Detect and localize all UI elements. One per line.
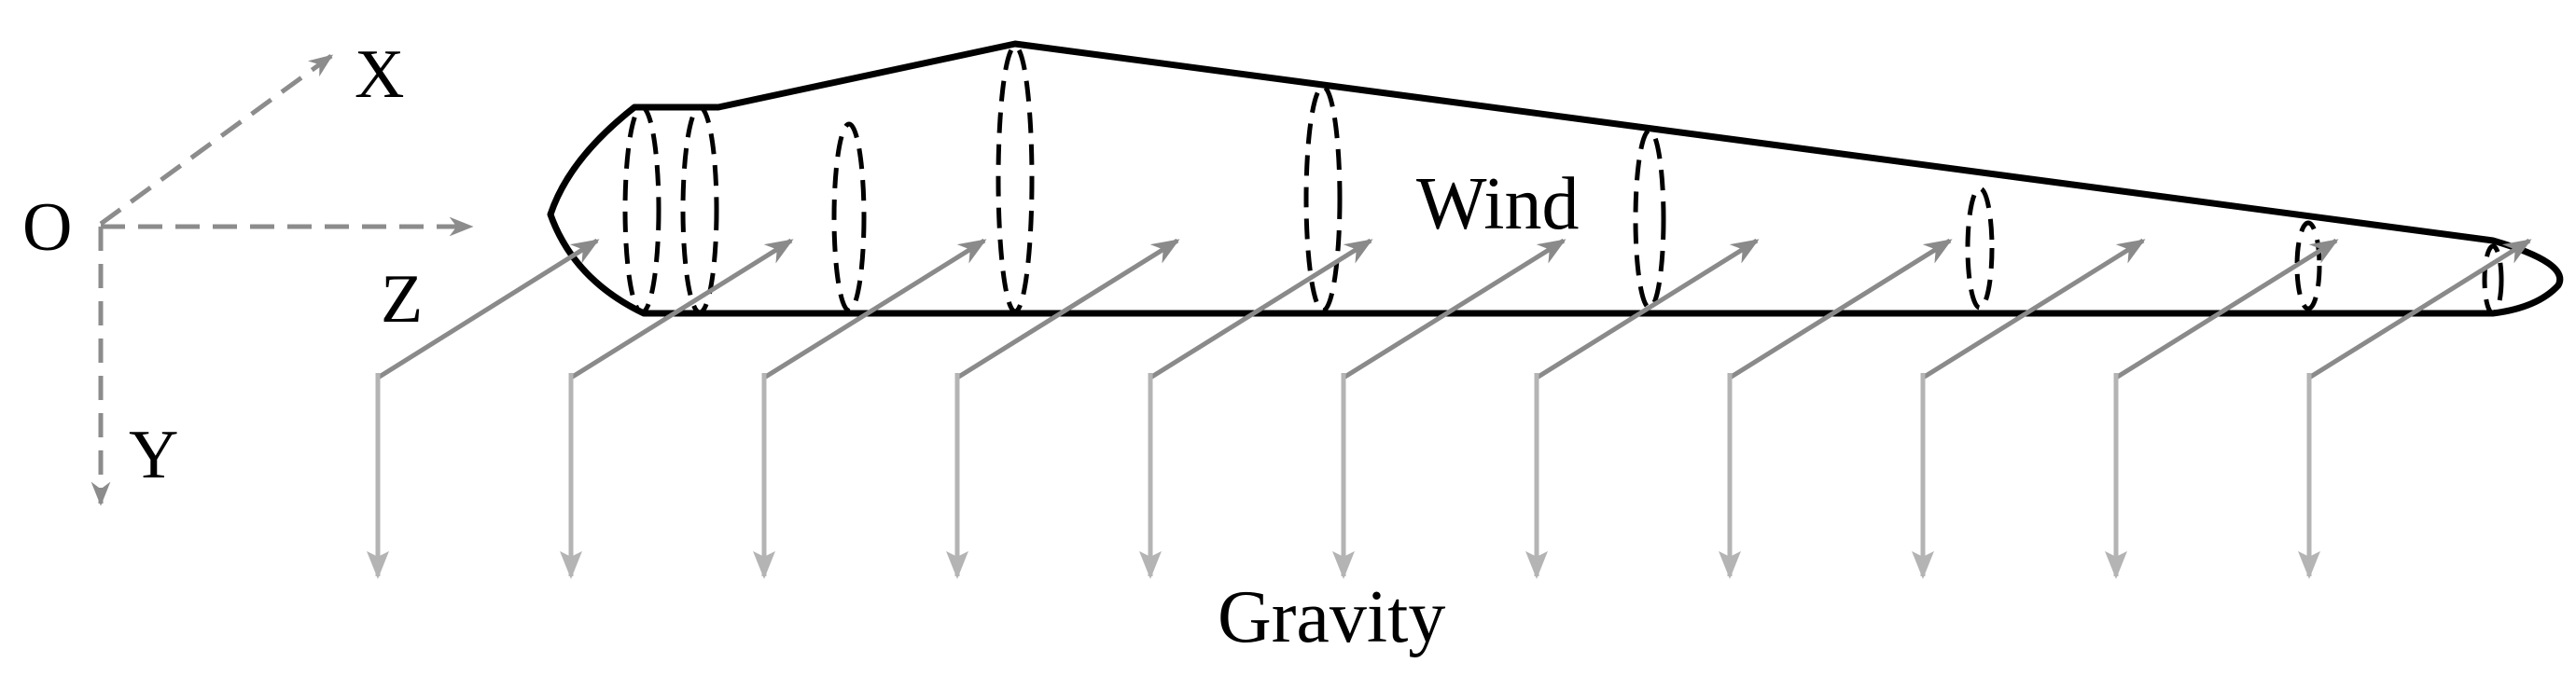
wind-arrow xyxy=(2114,238,2339,380)
z-axis-label: Z xyxy=(381,261,423,338)
wind-arrow xyxy=(762,238,987,380)
wind-label: Wind xyxy=(1416,163,1580,245)
coordinate-axes xyxy=(91,53,474,506)
wind-arrow xyxy=(1728,238,1953,380)
gravity-label: Gravity xyxy=(1218,576,1445,658)
cross-section xyxy=(996,44,1035,314)
cross-section xyxy=(2294,220,2322,311)
cross-section xyxy=(2482,243,2504,316)
x-axis-arrow xyxy=(99,53,334,227)
cross-section xyxy=(622,104,661,315)
blade-cross-sections xyxy=(622,44,2504,316)
cross-section xyxy=(1303,84,1343,313)
y-axis-label: Y xyxy=(129,417,178,493)
wind-arrow xyxy=(569,238,794,380)
gravity-arrows xyxy=(367,373,2320,579)
cross-section xyxy=(1633,128,1666,311)
cross-section xyxy=(680,104,719,315)
wind-arrow xyxy=(1921,238,2146,380)
wind-arrow xyxy=(1535,238,1760,380)
origin-label: O xyxy=(22,189,72,266)
cross-section xyxy=(1965,186,1995,311)
wind-arrow xyxy=(376,238,600,380)
wind-arrow xyxy=(955,238,1180,380)
wind-arrow xyxy=(2307,238,2532,380)
cross-section xyxy=(831,121,867,313)
wind-arrow xyxy=(1149,238,1373,380)
x-axis-label: X xyxy=(355,36,404,113)
wind-arrows xyxy=(376,238,2532,380)
wind-arrow xyxy=(1342,238,1566,380)
